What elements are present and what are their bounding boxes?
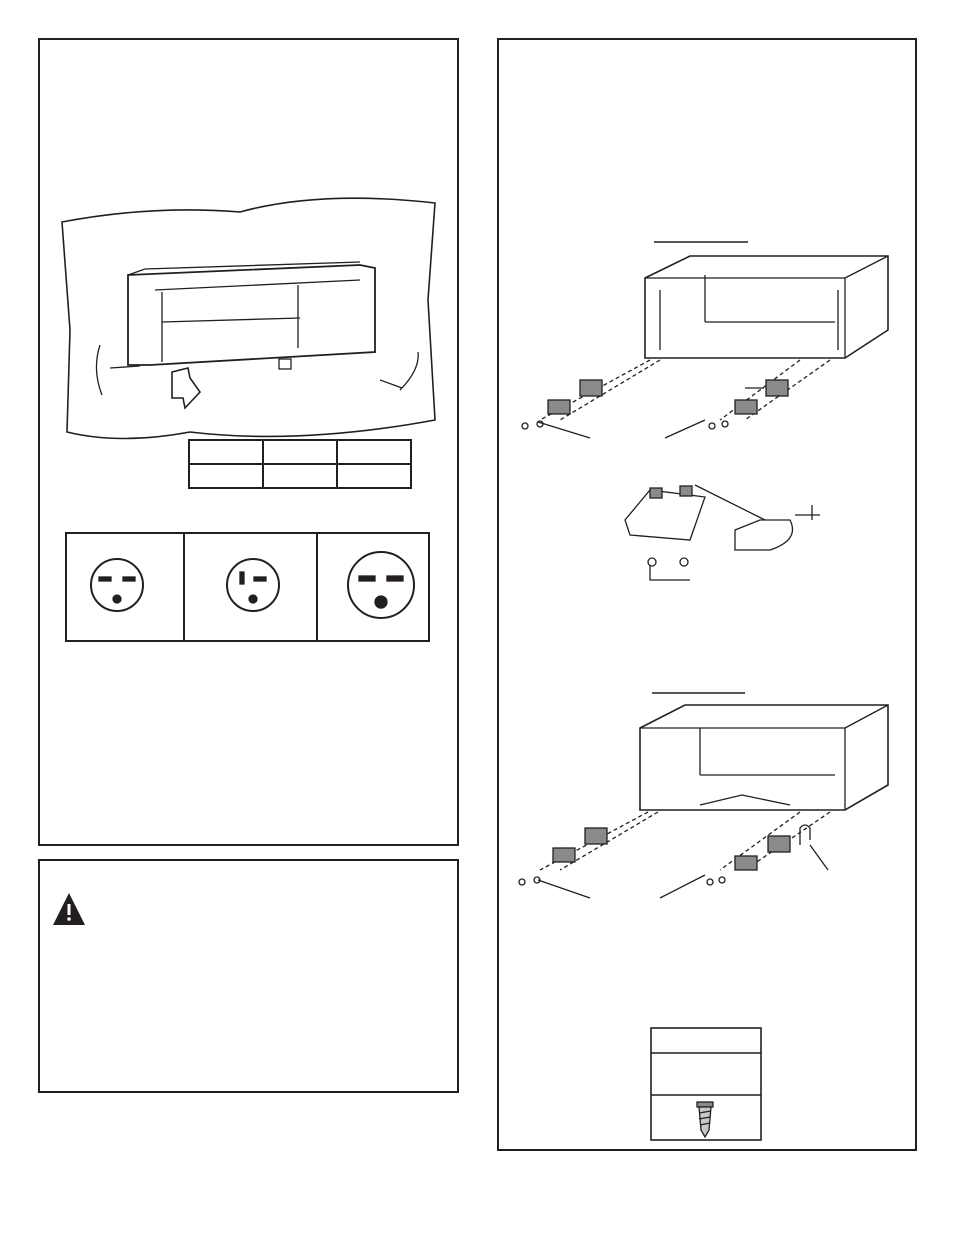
screw-table [650,1027,762,1141]
outlet-20a-icon [226,558,280,612]
warning-icon [53,893,85,925]
circuit-table [188,439,412,489]
installation-panel-left [38,38,459,846]
bracket-detail [624,484,820,581]
cabinet-bracket-diagram-1 [521,241,889,439]
outlet-30a-icon [347,551,415,619]
outlet-15a-icon [90,558,144,612]
screw-icon [696,1101,714,1139]
warning-panel [38,859,459,1093]
cabinet-bracket-diagram-2 [518,692,889,899]
installation-panel-right [497,38,917,1151]
outlet-types [65,532,430,642]
wall-sleeve-illustration [61,197,436,440]
